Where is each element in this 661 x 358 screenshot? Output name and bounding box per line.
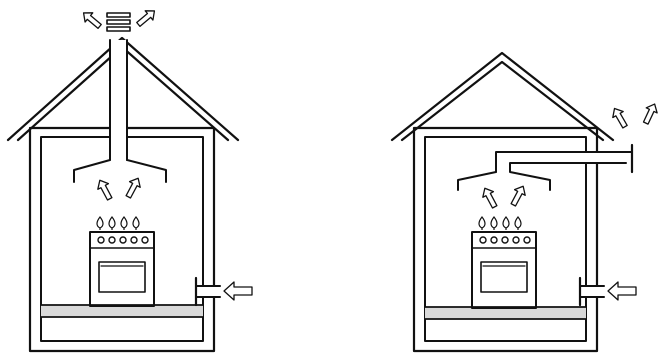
airflow-arrow-icon — [93, 174, 145, 203]
floor-slab — [425, 307, 586, 319]
wall-intake — [194, 276, 221, 307]
range-hood-icon — [73, 159, 167, 183]
duct-icon — [109, 39, 128, 161]
duct-icon — [495, 143, 634, 174]
stove-icon — [471, 216, 537, 309]
house-walls — [412, 126, 599, 353]
airflow-arrow-icon — [608, 100, 661, 131]
flame-icon — [96, 216, 140, 231]
stove-icon — [89, 216, 155, 307]
wall-intake — [578, 276, 605, 307]
range-hood-icon — [457, 164, 551, 191]
airflow-arrow-icon — [478, 182, 530, 211]
panel-horizontal-wall-vent — [390, 51, 661, 353]
panel-vertical-roof-vent — [6, 5, 253, 353]
floor-slab — [41, 305, 203, 317]
flame-icon — [478, 216, 522, 231]
intake-arrow-icon — [607, 281, 637, 301]
roof-cap-icon — [106, 12, 131, 32]
roof — [390, 51, 615, 142]
intake-arrow-icon — [223, 281, 253, 301]
